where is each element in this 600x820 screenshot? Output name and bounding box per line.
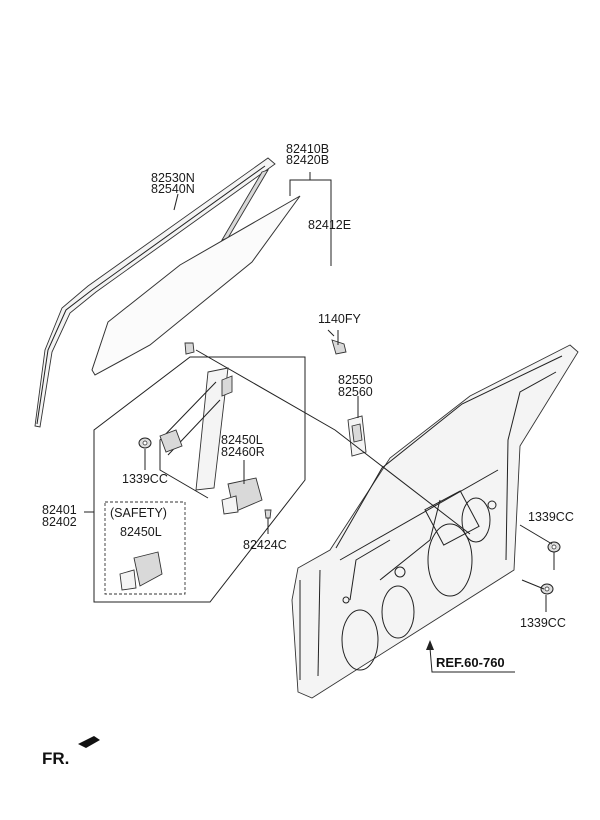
window-regulator bbox=[159, 367, 233, 499]
label-glass-lower: 82420B bbox=[286, 153, 329, 167]
label-clip-upper: 82550 bbox=[338, 373, 373, 387]
bolt-1140fy bbox=[327, 329, 347, 355]
label-clip-lower: 82560 bbox=[338, 385, 373, 399]
window-channel bbox=[34, 157, 276, 428]
label-channel-upper: 82530N bbox=[151, 171, 195, 185]
nut-1339cc-upper-right bbox=[547, 541, 561, 553]
door-panel bbox=[291, 344, 579, 699]
label-ref: REF.60-760 bbox=[436, 655, 505, 670]
regulator-box bbox=[93, 356, 306, 603]
label-nut-right-lower: 1339CC bbox=[520, 616, 566, 630]
label-glass-upper: 82410B bbox=[286, 142, 329, 156]
regulator-motor bbox=[221, 477, 263, 515]
clip-82550 bbox=[347, 415, 367, 457]
screw-82424c bbox=[264, 509, 272, 534]
front-arrow-icon bbox=[78, 736, 100, 748]
label-nut-right-upper: 1339CC bbox=[528, 510, 574, 524]
label-nut-left: 1339CC bbox=[122, 472, 168, 486]
label-glass-part: 82412E bbox=[308, 218, 351, 232]
label-bolt: 1140FY bbox=[318, 312, 362, 326]
label-safety-motor: 82450L bbox=[120, 525, 162, 539]
label-channel-lower: 82540N bbox=[151, 182, 195, 196]
label-regulator-lower: 82402 bbox=[42, 515, 77, 529]
label-front: FR. bbox=[42, 749, 69, 768]
label-regulator-upper: 82401 bbox=[42, 503, 77, 517]
nut-1339cc-left bbox=[138, 437, 152, 449]
label-screw: 82424C bbox=[243, 538, 287, 552]
safety-box bbox=[104, 501, 186, 595]
door-glass bbox=[91, 195, 301, 376]
nut-1339cc-lower-right bbox=[540, 583, 554, 595]
label-safety: (SAFETY) bbox=[110, 506, 167, 520]
label-motor-left: 82450L bbox=[221, 433, 263, 447]
safety-motor bbox=[119, 551, 163, 591]
leader-lines bbox=[84, 172, 555, 673]
label-motor-right: 82460R bbox=[221, 445, 265, 459]
